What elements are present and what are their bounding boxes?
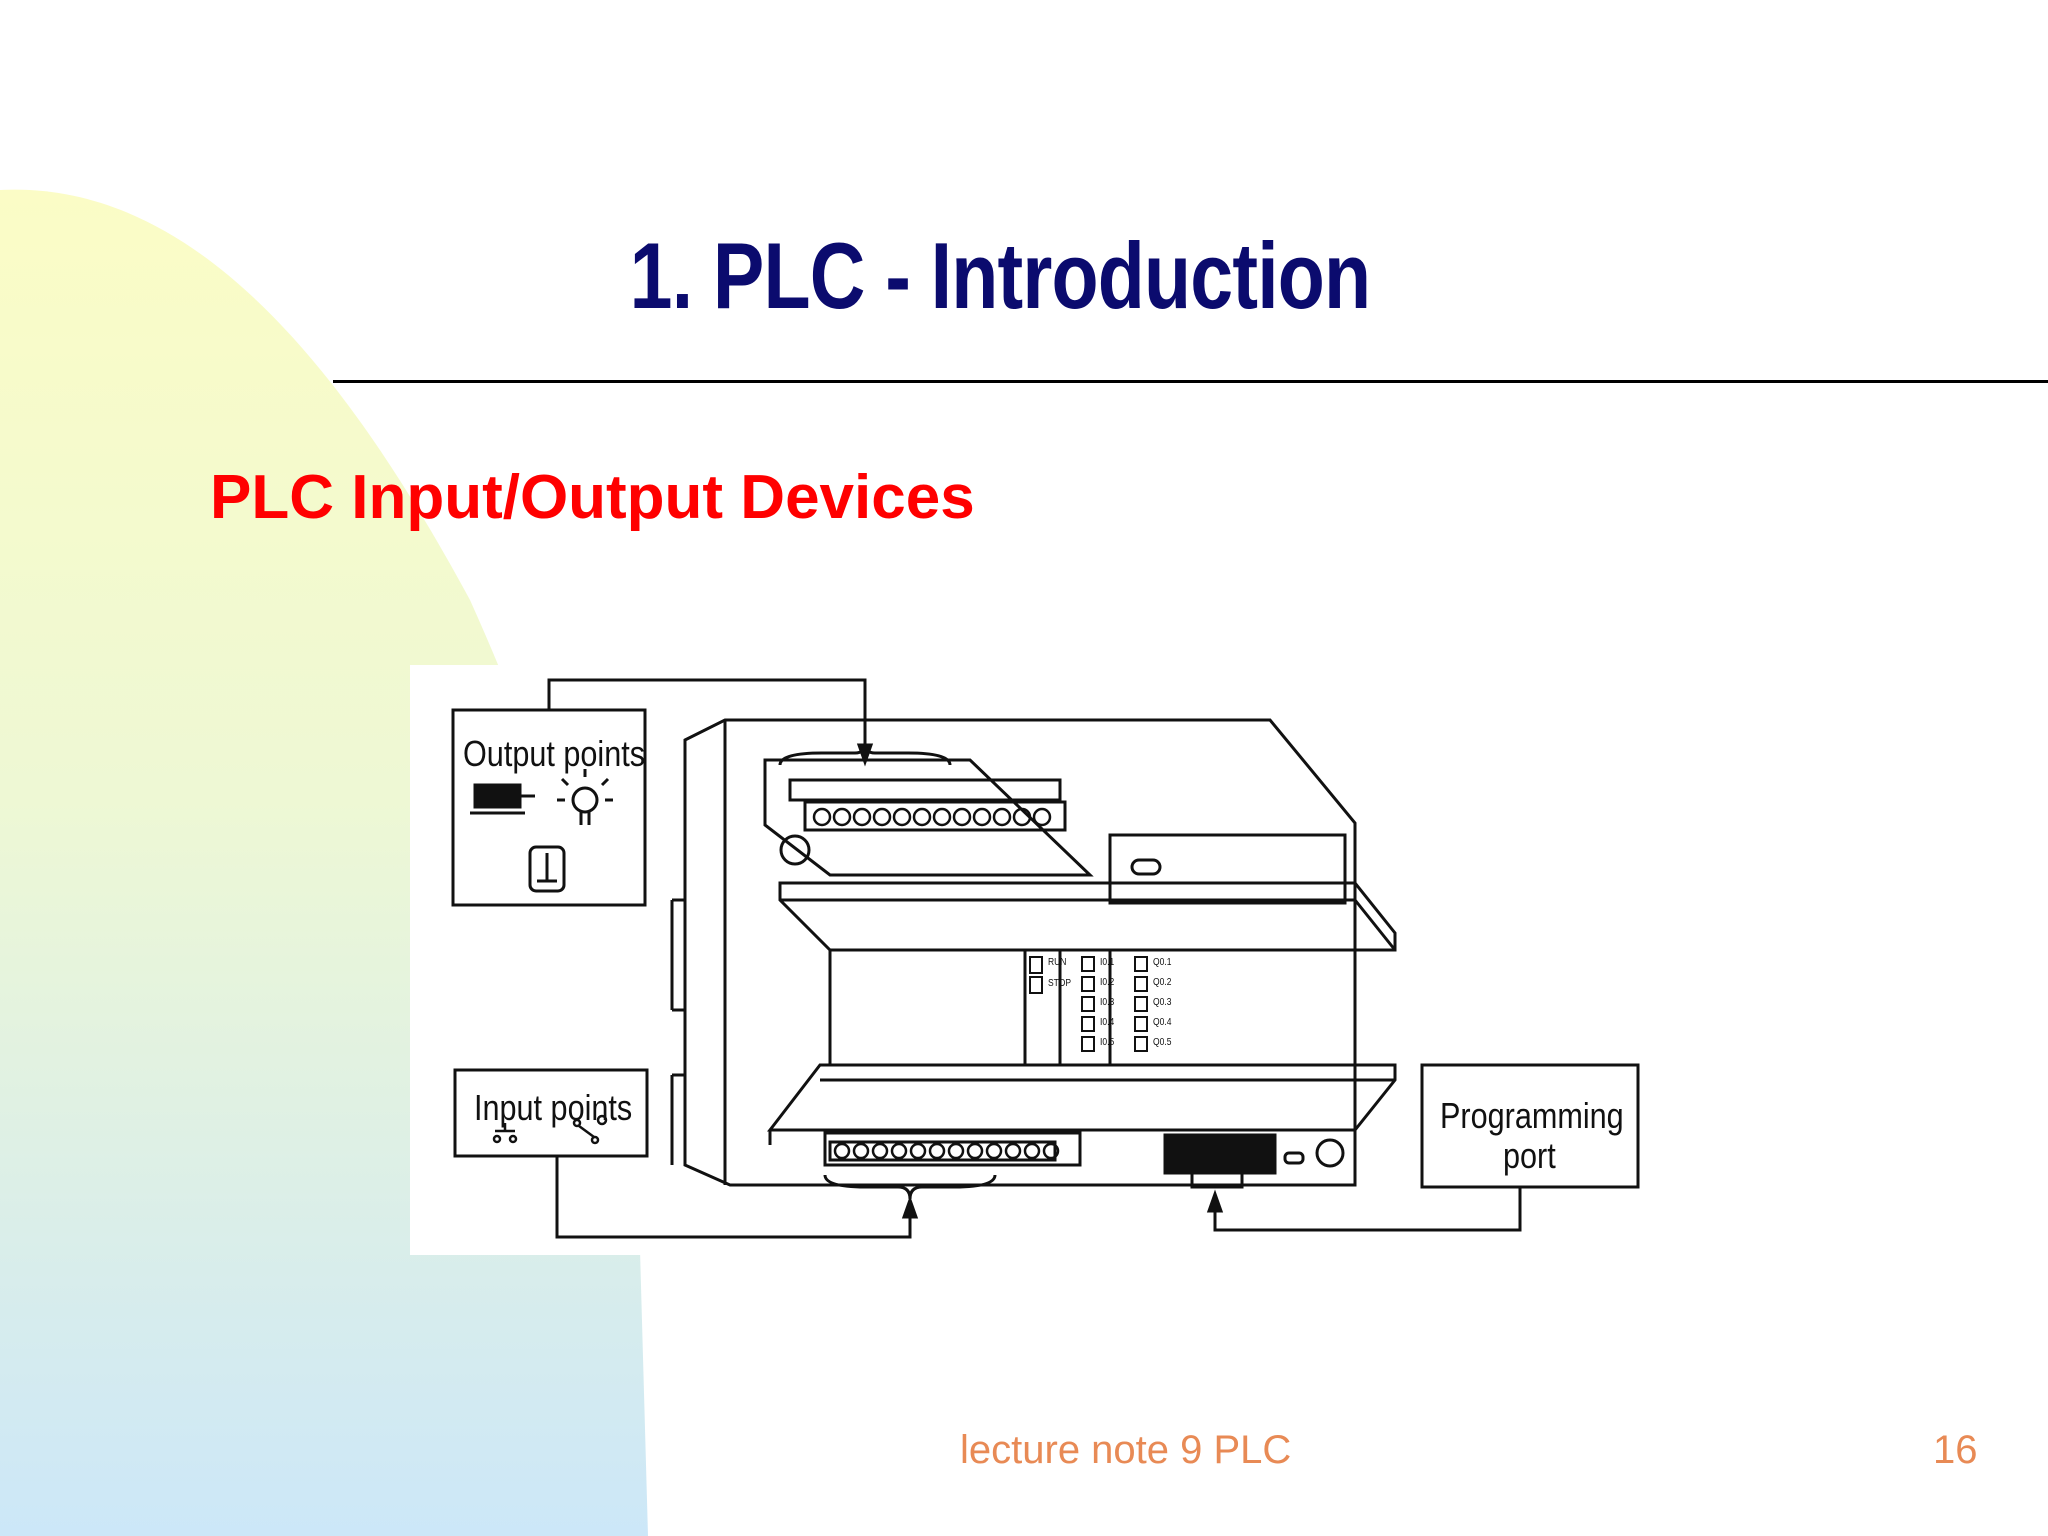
output-points-label: Output points <box>463 733 646 774</box>
page-number: 16 <box>1933 1428 1978 1472</box>
footer-note: lecture note 9 PLC <box>960 1428 1292 1472</box>
led-output-label: Q0.3 <box>1153 997 1172 1008</box>
led-output-label: Q0.5 <box>1153 1037 1172 1048</box>
title-divider <box>333 380 2048 383</box>
pushbutton-icon <box>492 1123 518 1144</box>
limit-switch-icon <box>572 1114 608 1145</box>
led-input-label: I0.2 <box>1100 977 1115 988</box>
motor-icon <box>470 783 535 815</box>
led-output-label: Q0.4 <box>1153 1017 1172 1028</box>
led-output-label: Q0.1 <box>1153 957 1172 968</box>
led-input-label: I0.1 <box>1100 957 1115 968</box>
slide-title: 1. PLC - Introduction <box>629 223 1371 328</box>
led-input-label: I0.5 <box>1100 1037 1115 1048</box>
lamp-icon <box>557 769 613 825</box>
led-run-label: RUN <box>1048 957 1067 968</box>
input-points-box <box>453 1068 649 1158</box>
solenoid-icon <box>528 845 566 893</box>
led-input-label: I0.4 <box>1100 1017 1115 1028</box>
programming-port-box <box>1420 1063 1640 1189</box>
input-points-label: Input points <box>474 1087 633 1128</box>
programming-port-label-line2: port <box>1503 1135 1556 1176</box>
led-output-label: Q0.2 <box>1153 977 1172 988</box>
led-stop-label: STOP <box>1048 978 1071 989</box>
programming-port-label-line1: Programming <box>1440 1095 1624 1136</box>
plc-diagram <box>410 665 1650 1255</box>
led-input-label: I0.3 <box>1100 997 1115 1008</box>
plc-figure: Output points Input points Programming p… <box>410 665 1650 1255</box>
slide-subtitle: PLC Input/Output Devices <box>210 463 975 532</box>
